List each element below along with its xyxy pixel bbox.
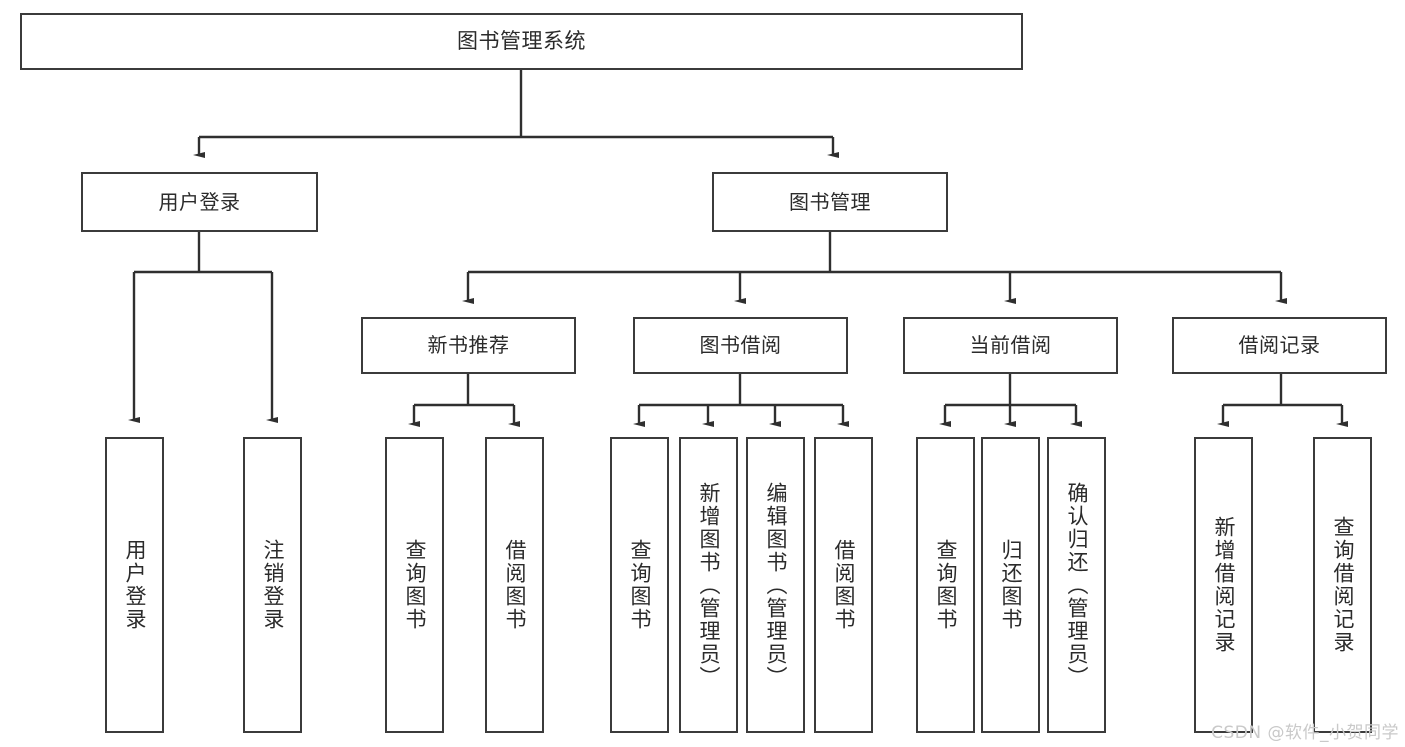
leaf-label: 确认归还（管理员） — [1065, 481, 1089, 689]
node-book-management-label: 图书管理 — [789, 189, 871, 214]
leaf-current-query-book[interactable]: 查询图书 — [916, 437, 975, 733]
node-borrow-record[interactable]: 借阅记录 — [1172, 317, 1387, 374]
leaf-label: 查询图书 — [934, 539, 958, 631]
leaf-label: 编辑图书（管理员） — [764, 481, 788, 689]
leaf-label: 用户登录 — [123, 539, 147, 631]
leaf-label: 新增图书（管理员） — [697, 481, 721, 689]
leaf-label: 注销登录 — [261, 539, 285, 631]
node-current-borrow-label: 当前借阅 — [969, 333, 1052, 358]
node-new-book-recommend-label: 新书推荐 — [427, 333, 510, 358]
leaf-label: 查询图书 — [628, 539, 652, 631]
node-book-borrow[interactable]: 图书借阅 — [633, 317, 848, 374]
leaf-borrow-borrow-book[interactable]: 借阅图书 — [814, 437, 873, 733]
leaf-record-add[interactable]: 新增借阅记录 — [1194, 437, 1253, 733]
node-root-label: 图书管理系统 — [457, 28, 586, 53]
leaf-borrow-query-book[interactable]: 查询图书 — [610, 437, 669, 733]
leaf-borrow-add-book-admin[interactable]: 新增图书（管理员） — [679, 437, 738, 733]
node-current-borrow[interactable]: 当前借阅 — [903, 317, 1118, 374]
node-user-login[interactable]: 用户登录 — [81, 172, 318, 232]
leaf-user-login-login[interactable]: 用户登录 — [105, 437, 164, 733]
leaf-label: 查询借阅记录 — [1331, 516, 1355, 654]
leaf-borrow-edit-book-admin[interactable]: 编辑图书（管理员） — [746, 437, 805, 733]
node-book-borrow-label: 图书借阅 — [699, 333, 782, 358]
node-root[interactable]: 图书管理系统 — [20, 13, 1023, 70]
leaf-label: 归还图书 — [999, 539, 1023, 631]
node-new-book-recommend[interactable]: 新书推荐 — [361, 317, 576, 374]
leaf-current-return-book[interactable]: 归还图书 — [981, 437, 1040, 733]
node-book-management[interactable]: 图书管理 — [712, 172, 948, 232]
leaf-new-book-query[interactable]: 查询图书 — [385, 437, 444, 733]
node-borrow-record-label: 借阅记录 — [1238, 333, 1321, 358]
csdn-watermark: CSDN @软件_小贺同学 — [1211, 723, 1399, 743]
leaf-new-book-borrow[interactable]: 借阅图书 — [485, 437, 544, 733]
leaf-label: 借阅图书 — [832, 539, 856, 631]
leaf-current-confirm-return-admin[interactable]: 确认归还（管理员） — [1047, 437, 1106, 733]
leaf-user-login-logout[interactable]: 注销登录 — [243, 437, 302, 733]
node-user-login-label: 用户登录 — [158, 189, 241, 214]
leaf-label: 查询图书 — [403, 539, 427, 631]
leaf-record-query[interactable]: 查询借阅记录 — [1313, 437, 1372, 733]
leaf-label: 借阅图书 — [503, 539, 527, 631]
leaf-label: 新增借阅记录 — [1212, 516, 1236, 654]
